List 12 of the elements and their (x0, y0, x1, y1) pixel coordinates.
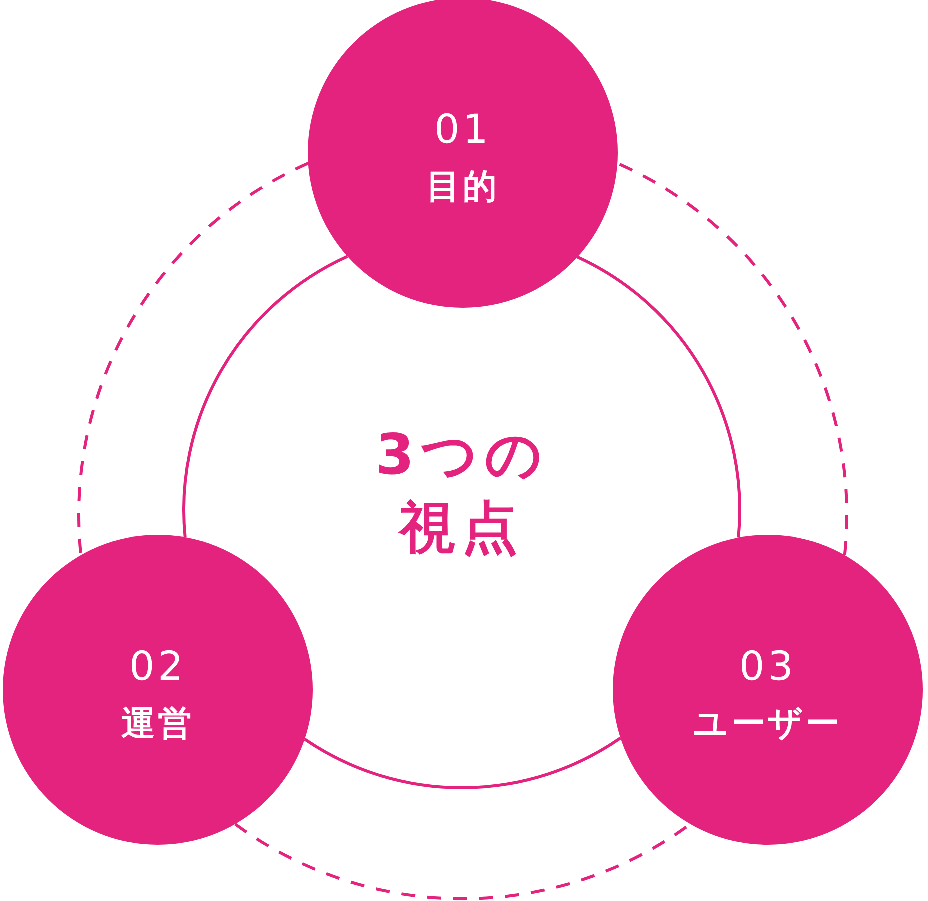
number-label: 01 (434, 110, 492, 150)
number-label: 03 (739, 647, 797, 687)
viewpoint-label: 運営 (121, 707, 195, 741)
number-label: 02 (129, 647, 187, 687)
viewpoint-label: ユーザー (694, 707, 842, 741)
dashed-arc (616, 162, 848, 556)
dashed-arc (78, 162, 310, 556)
ring-arc (182, 255, 348, 538)
ring-arc (304, 736, 622, 790)
viewpoint-label: 目的 (426, 170, 500, 204)
center-title: 3つの視点 (374, 422, 550, 563)
ring-arc (577, 256, 742, 538)
